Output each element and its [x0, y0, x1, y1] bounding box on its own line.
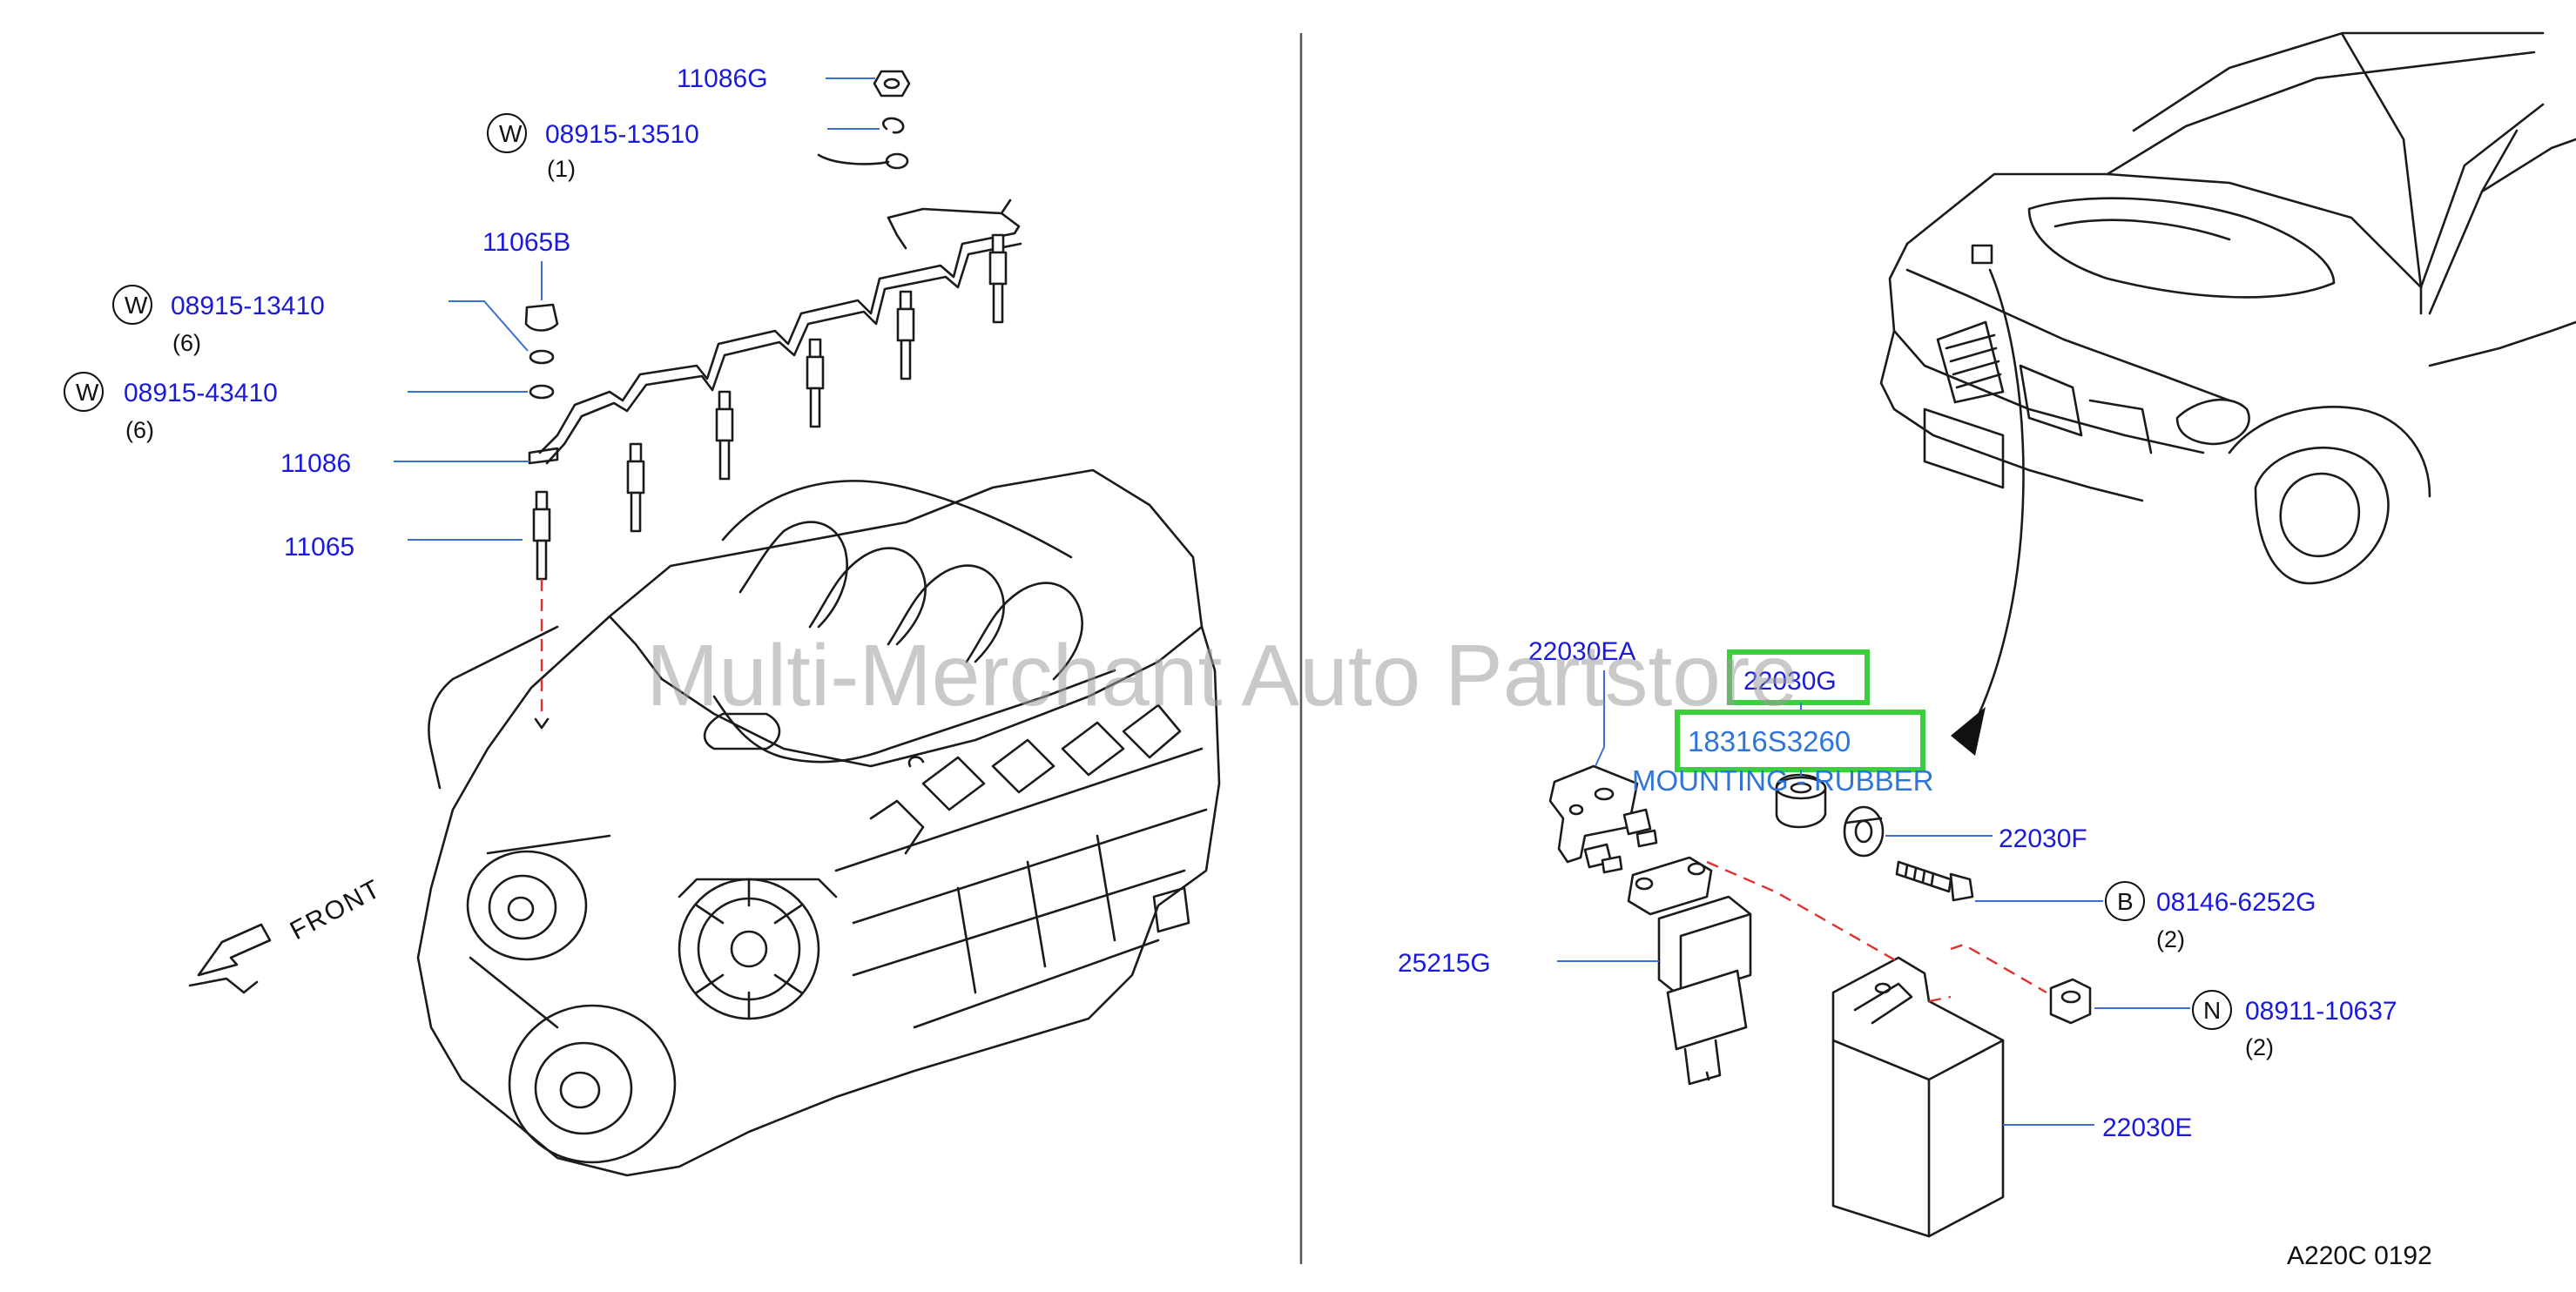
relay-25215g — [1627, 856, 1752, 1086]
front-label: FRONT — [286, 874, 387, 945]
w-symbol-icon — [487, 113, 527, 153]
callout-11086[interactable]: 11086 — [280, 449, 529, 478]
b-symbol-icon — [2105, 881, 2145, 921]
callout-22030ea[interactable]: 22030EA — [1528, 637, 1635, 767]
bolt-dashed-line — [1928, 995, 1952, 1003]
quantity: (2) — [2156, 926, 2185, 952]
control-unit-22030e — [1831, 956, 2005, 1238]
description-label[interactable]: MOUNTING - RUBBER — [1632, 764, 1934, 797]
part-number[interactable]: 08146-6252G — [2156, 888, 2316, 917]
symbol-letter: W — [76, 379, 99, 406]
glow-plug — [896, 290, 915, 380]
left-hardware — [524, 70, 911, 465]
glow-plug — [806, 338, 825, 428]
location-arrow — [1968, 268, 2025, 735]
part-number[interactable]: 22030E — [2102, 1114, 2192, 1142]
part-number[interactable]: 11065B — [482, 228, 570, 257]
callout-18316s3260[interactable]: 18316S3260 — [1675, 710, 1925, 772]
arrow-head-icon — [1951, 707, 1986, 756]
glow-plug — [988, 233, 1008, 324]
part-number[interactable]: 22030F — [1999, 824, 2087, 853]
relay-location-marker — [1971, 244, 1993, 265]
part-number[interactable]: 11065 — [284, 533, 354, 562]
vehicle-illustration — [1879, 31, 2576, 585]
part-number[interactable]: 22030EA — [1528, 637, 1635, 666]
symbol-letter: W — [125, 292, 148, 319]
callout-22030e[interactable]: 22030E — [2003, 1114, 2192, 1142]
part-number[interactable]: 22030G — [1743, 667, 1837, 696]
part-number[interactable]: 08915-43410 — [124, 379, 278, 407]
part-number[interactable]: 11086 — [280, 449, 351, 478]
part-number[interactable]: 08911-10637 — [2245, 997, 2397, 1026]
callout-08915-13510[interactable]: W 08915-13510 (1) — [487, 113, 880, 182]
washer-22030f — [1843, 805, 1885, 858]
w-symbol-icon — [64, 372, 104, 412]
n-symbol-icon — [2192, 990, 2232, 1030]
glow-plug-harness — [538, 199, 1022, 465]
glow-plug-row — [532, 233, 1008, 581]
callout-08146-6252g[interactable]: B 08146-6252G (2) — [1975, 881, 2316, 952]
callout-mounting-rubber[interactable]: MOUNTING - RUBBER — [1632, 764, 1934, 797]
mount-dashed-line — [1706, 860, 1899, 964]
part-number[interactable]: 11086G — [677, 64, 768, 93]
left-callouts: 11086G W 08915-13510 (1) 11065B W 08915-… — [64, 64, 880, 562]
nut-08911-10637 — [2049, 978, 2092, 1025]
callout-11065[interactable]: 11065 — [284, 533, 523, 562]
rubber-mount-22030g — [1775, 773, 1827, 829]
callout-08915-13410[interactable]: W 08915-13410 (6) — [112, 285, 529, 356]
callout-25215g[interactable]: 25215G — [1398, 949, 1659, 978]
quantity: (6) — [172, 330, 201, 356]
quantity: (6) — [125, 417, 154, 443]
bolt-08146-6252g — [1895, 860, 1974, 902]
w-symbol-icon — [112, 285, 152, 325]
nut-dashed-line — [1950, 943, 2047, 994]
part-number[interactable]: 08915-13410 — [171, 292, 325, 320]
bracket-22030ea — [1548, 764, 1658, 874]
part-number[interactable]: 25215G — [1398, 949, 1491, 978]
callout-22030g[interactable]: 22030G — [1727, 649, 1870, 714]
callout-22030f[interactable]: 22030F — [1885, 824, 2087, 853]
highlight-box — [1727, 649, 1870, 705]
callout-08915-43410[interactable]: W 08915-43410 (6) — [64, 372, 528, 443]
watermark-text: Multi-Merchant Auto Partstore — [646, 627, 1798, 724]
glow-plug-11065 — [532, 490, 551, 581]
diagram-reference: A220C 0192 — [2287, 1242, 2432, 1270]
symbol-letter: N — [2203, 997, 2221, 1024]
callout-08911-10637[interactable]: N 08911-10637 (2) — [2094, 990, 2397, 1060]
engine-illustration — [416, 468, 1221, 1177]
front-arrow: FRONT — [188, 874, 387, 994]
quantity: (1) — [547, 156, 576, 182]
callout-11065b[interactable]: 11065B — [482, 228, 570, 300]
right-callouts: 22030EA 22030G 18316S3260 MOUNTING - RUB… — [1398, 637, 2397, 1142]
part-number[interactable]: 18316S3260 — [1688, 725, 1851, 757]
glow-plug — [626, 442, 645, 533]
part-number[interactable]: 08915-13510 — [545, 120, 699, 149]
quantity: (2) — [2245, 1034, 2274, 1060]
glow-plug — [715, 390, 734, 481]
symbol-letter: B — [2117, 888, 2134, 915]
callout-11086g[interactable]: 11086G — [677, 64, 875, 93]
symbol-letter: W — [499, 120, 523, 147]
